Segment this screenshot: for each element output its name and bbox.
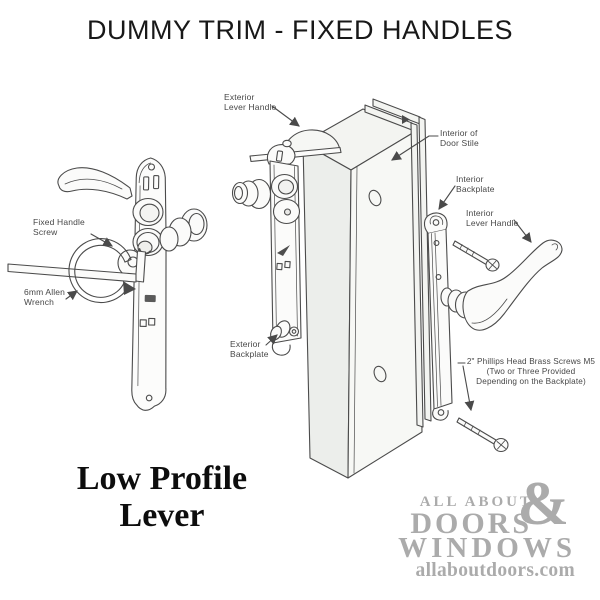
logo-all-about: ALL ABOUT bbox=[419, 494, 533, 510]
leader-interior-backplate bbox=[438, 185, 456, 210]
phillips-screw-bottom-drawing bbox=[456, 417, 509, 453]
cylinder-ring-drawing bbox=[132, 197, 164, 227]
leader-screws bbox=[462, 365, 475, 412]
label-exterior-backplate: Exterior Backplate bbox=[230, 339, 269, 360]
label-screws-note: 2" Phillips Head Brass Screws M5 (Two or… bbox=[466, 357, 596, 386]
interior-lever-handle-drawing bbox=[440, 239, 563, 331]
page-title: DUMMY TRIM - FIXED HANDLES bbox=[86, 15, 514, 45]
phillips-screw-top-drawing bbox=[452, 240, 500, 272]
left-figure-lever-and-wrench bbox=[7, 157, 208, 411]
label-fixed-handle-screw: Fixed Handle Screw bbox=[33, 217, 85, 238]
leader-interior-lever-handle bbox=[513, 219, 532, 243]
label-interior-door-stile: Interior of Door Stile bbox=[440, 128, 479, 149]
handle-hub-drawing bbox=[132, 227, 164, 257]
logo-website: allaboutdoors.com bbox=[415, 560, 575, 581]
leader-allen-wrench bbox=[65, 290, 78, 301]
leader-exterior-lever-handle bbox=[271, 105, 300, 127]
label-interior-lever-handle: Interior Lever Handle bbox=[466, 208, 519, 229]
lever-blade-drawing bbox=[57, 167, 133, 200]
rotation-arrow-drawing bbox=[68, 238, 136, 304]
logo-windows: WINDOWS bbox=[398, 532, 576, 564]
interior-backplate-drawing bbox=[423, 212, 453, 421]
logo-ampersand-icon: & bbox=[517, 470, 569, 538]
leader-fixed-handle-screw bbox=[90, 233, 113, 247]
label-exterior-lever-handle: Exterior Lever Handle bbox=[224, 92, 277, 113]
label-interior-backplate: Interior Backplate bbox=[456, 174, 495, 195]
leader-exterior-backplate bbox=[265, 334, 278, 346]
glazing-channel-drawing bbox=[364, 98, 432, 428]
label-allen-wrench: 6mm Allen Wrench bbox=[24, 287, 66, 308]
door-stile-drawing bbox=[302, 108, 423, 479]
spindle-knob-drawing bbox=[159, 208, 208, 252]
company-logo: ALL ABOUT & DOORS WINDOWS allaboutdoors.… bbox=[380, 470, 600, 595]
left-backplate-drawing bbox=[131, 157, 167, 411]
center-figure-door-stile-assembly bbox=[231, 98, 563, 479]
exterior-lever-handle-drawing bbox=[249, 129, 342, 165]
exterior-backplate-drawing bbox=[231, 160, 302, 356]
product-caption: Low Profile Lever bbox=[76, 460, 248, 535]
logo-doors: DOORS bbox=[410, 507, 532, 540]
leader-interior-door-stile bbox=[391, 135, 439, 161]
allen-wrench-drawing bbox=[7, 250, 147, 283]
